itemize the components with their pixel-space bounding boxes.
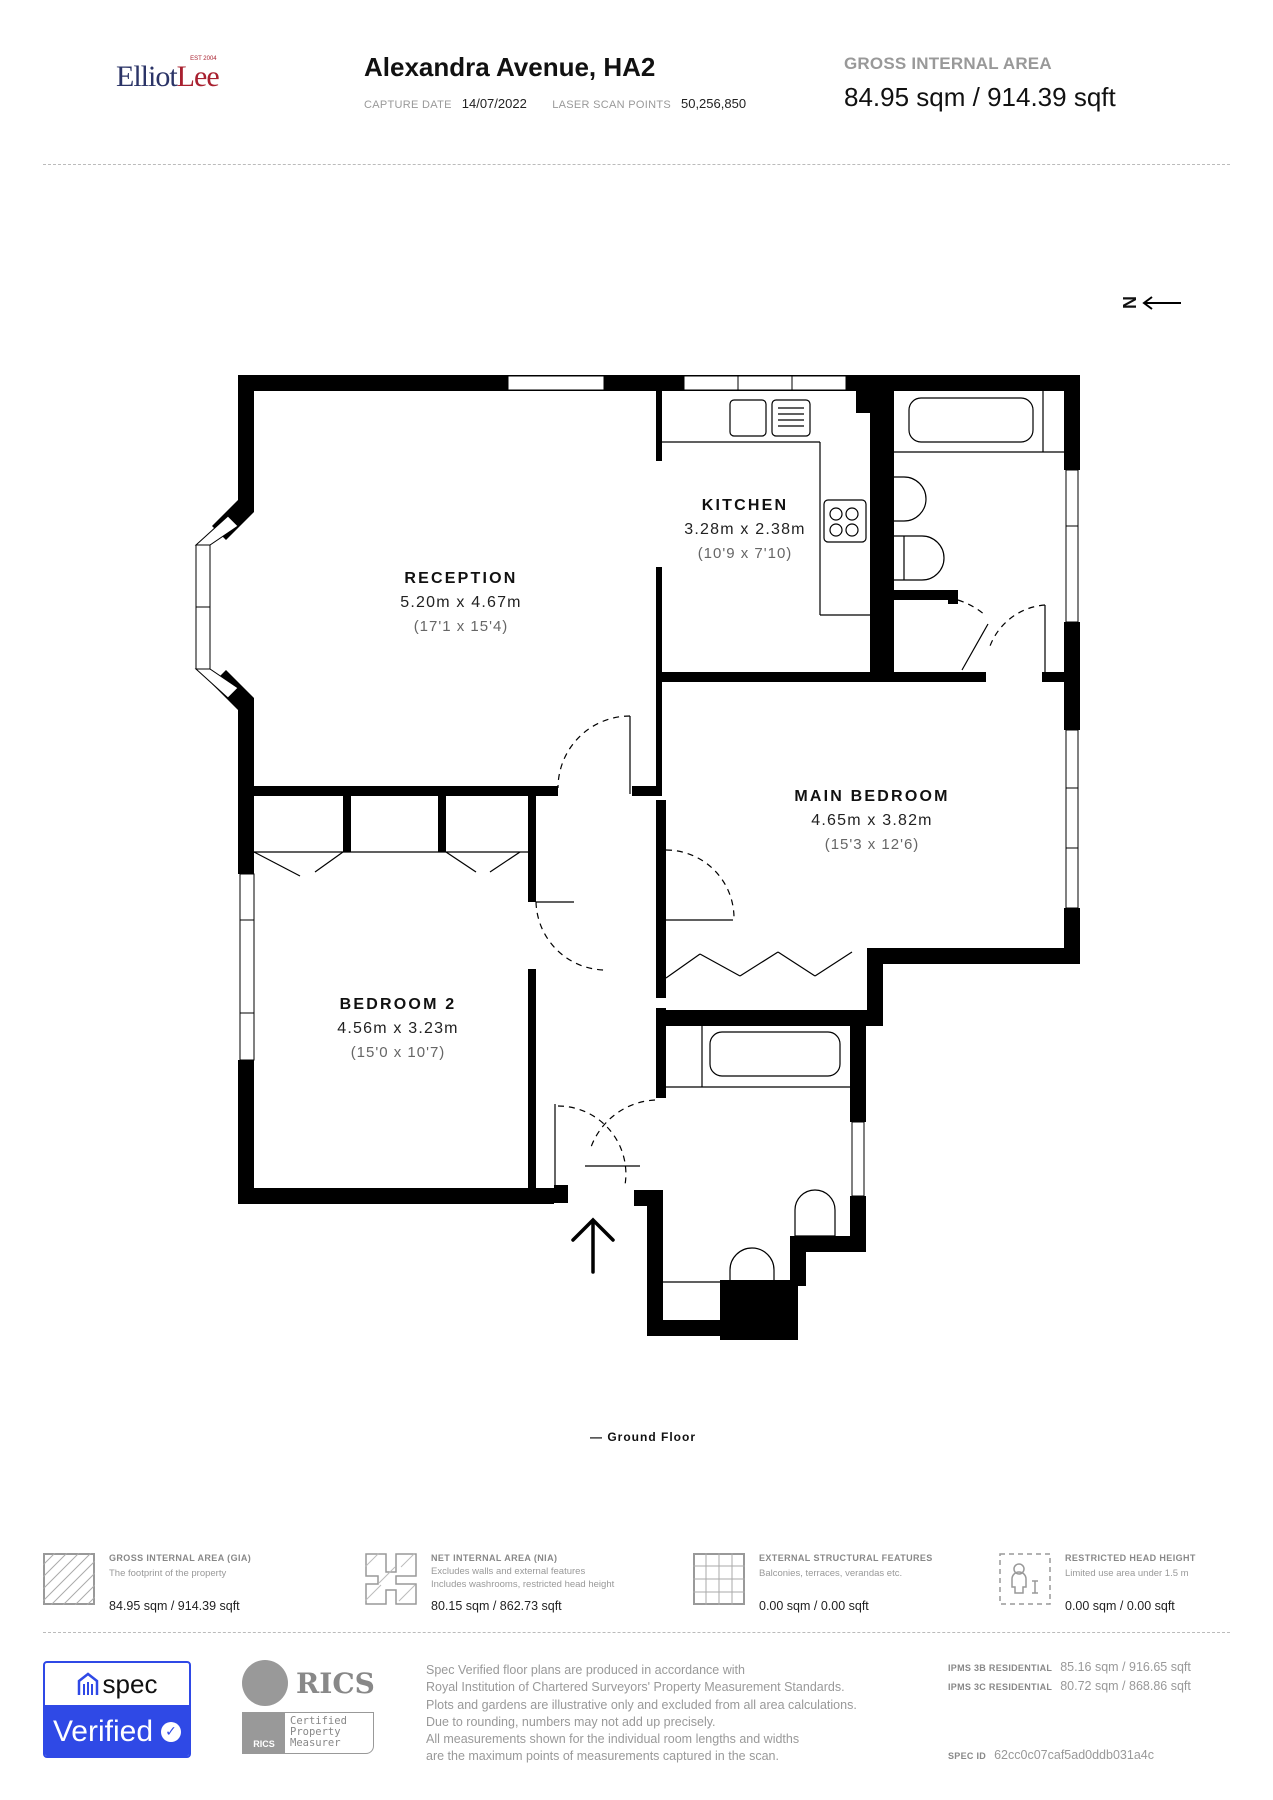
arrow-up-icon <box>571 1217 615 1274</box>
ipms-3b: IPMS 3B RESIDENTIAL 85.16 sqm / 916.65 sq… <box>948 1660 1191 1674</box>
legend-title: RESTRICTED HEAD HEIGHT <box>1065 1553 1196 1563</box>
walls <box>212 375 1080 1340</box>
elliot-lee-logo: ElliotLee EST 2004 <box>116 56 220 94</box>
rics-lion-icon <box>242 1660 288 1706</box>
floor-plan <box>194 375 1080 1340</box>
room-name: BEDROOM 2 <box>339 996 457 1013</box>
gia-label: GROSS INTERNAL AREA <box>844 54 1052 73</box>
property-title: Alexandra Avenue, HA2 <box>364 52 656 82</box>
room-metric: 5.20m x 4.67m <box>400 594 522 611</box>
capture-meta: CAPTURE DATE 14/07/2022 LASER SCAN POINTS… <box>364 96 768 111</box>
disclaimer: Spec Verified floor plans are produced i… <box>426 1663 857 1764</box>
legend-desc: Excludes walls and external features <box>431 1566 586 1577</box>
rics-cert-small: RICS <box>243 1713 285 1753</box>
ipms-3b-value: 85.16 sqm / 916.65 sqft <box>1060 1660 1191 1674</box>
legend-title: NET INTERNAL AREA (NIA) <box>431 1553 558 1563</box>
room-metric: 3.28m x 2.38m <box>684 521 806 538</box>
spec-id-value: 62cc0c07caf5ad0ddb031a4c <box>994 1748 1154 1762</box>
room-bedroom-2: BEDROOM 2 4.56m x 3.23m (15'0 x 10'7) <box>337 996 458 1061</box>
room-metric: 4.65m x 3.82m <box>811 812 933 829</box>
door-swings <box>535 599 1046 1186</box>
room-reception: RECEPTION 5.20m x 4.67m (17'1 x 15'4) <box>400 570 521 635</box>
capture-date-label: CAPTURE DATE <box>364 99 452 111</box>
arrow-left-icon <box>1142 295 1181 310</box>
floor-name: — Ground Floor <box>590 1430 696 1444</box>
legend-title: EXTERNAL STRUCTURAL FEATURES <box>759 1553 933 1563</box>
brand-name-part1: Elliot <box>116 60 178 93</box>
person-height-icon <box>999 1553 1051 1605</box>
ipms-3c: IPMS 3C RESIDENTIAL 80.72 sqm / 868.86 sq… <box>948 1679 1191 1693</box>
legend-value: 0.00 sqm / 0.00 sqft <box>759 1599 869 1613</box>
capture-date: 14/07/2022 <box>461 96 527 111</box>
hatched-rooms-icon <box>365 1553 417 1605</box>
legend-value: 84.95 sqm / 914.39 sqft <box>109 1599 240 1613</box>
room-name: KITCHEN <box>701 497 789 514</box>
hatched-square-icon <box>43 1553 95 1605</box>
legend-value: 0.00 sqm / 0.00 sqft <box>1065 1599 1175 1613</box>
room-main-bedroom: MAIN BEDROOM 4.65m x 3.82m (15'3 x 12'6) <box>794 788 949 853</box>
rics-cert-text: Certified Property Measurer <box>290 1715 347 1749</box>
legend-desc-2: Includes washrooms, restricted head heig… <box>431 1579 615 1590</box>
legend-value: 80.15 sqm / 862.73 sqft <box>431 1599 562 1613</box>
grid-icon <box>693 1553 745 1605</box>
legend-desc: Balconies, terraces, verandas etc. <box>759 1568 903 1579</box>
room-imperial: (10'9 x 7'10) <box>697 545 793 562</box>
legend-title: GROSS INTERNAL AREA (GIA) <box>109 1553 252 1563</box>
legend-nia: NET INTERNAL AREA (NIA) Excludes walls a… <box>365 1553 671 1613</box>
legend-desc: The footprint of the property <box>109 1568 227 1579</box>
brand-name-part2: Lee <box>176 60 220 93</box>
windows <box>194 375 1079 1197</box>
ipms-3c-value: 80.72 sqm / 868.86 sqft <box>1060 1679 1191 1693</box>
ipms-3b-label: IPMS 3B RESIDENTIAL <box>948 1663 1053 1673</box>
legend-divider <box>43 1632 1230 1633</box>
ipms-3c-label: IPMS 3C RESIDENTIAL <box>948 1682 1053 1692</box>
room-name: RECEPTION <box>404 570 518 587</box>
check-icon: ✓ <box>161 1721 182 1742</box>
laser-scan-label: LASER SCAN POINTS <box>552 99 671 111</box>
legend-gia: GROSS INTERNAL AREA (GIA) The footprint … <box>43 1553 339 1613</box>
spec-house-icon <box>77 1672 98 1695</box>
room-name: MAIN BEDROOM <box>794 788 950 805</box>
spec-brand: spec <box>102 1668 158 1699</box>
gia-value: 84.95 sqm / 914.39 sqft <box>844 82 1116 112</box>
laser-scan-points: 50,256,850 <box>680 96 747 111</box>
brand-est: EST 2004 <box>190 56 217 62</box>
rics-name: RICS <box>296 1666 375 1700</box>
room-imperial: (15'3 x 12'6) <box>824 836 920 853</box>
room-metric: 4.56m x 3.23m <box>337 1020 459 1037</box>
spec-id-label: SPEC ID <box>948 1751 987 1761</box>
north-compass: N <box>1119 292 1183 313</box>
legend-desc: Limited use area under 1.5 m <box>1065 1568 1189 1579</box>
fixtures <box>253 391 1064 1283</box>
header-divider <box>43 164 1230 165</box>
legend-external: EXTERNAL STRUCTURAL FEATURES Balconies, … <box>693 1553 989 1613</box>
room-imperial: (17'1 x 15'4) <box>413 618 509 635</box>
spec-verified-badge: spec Verified ✓ <box>43 1661 191 1758</box>
spec-id: SPEC ID 62cc0c07caf5ad0ddb031a4c <box>948 1748 1154 1762</box>
legend-restricted: RESTRICTED HEAD HEIGHT Limited use area … <box>999 1553 1245 1613</box>
spec-verified-label: Verified <box>52 1714 154 1748</box>
room-kitchen: KITCHEN 3.28m x 2.38m (10'9 x 7'10) <box>684 497 805 562</box>
room-imperial: (15'0 x 10'7) <box>350 1044 446 1061</box>
